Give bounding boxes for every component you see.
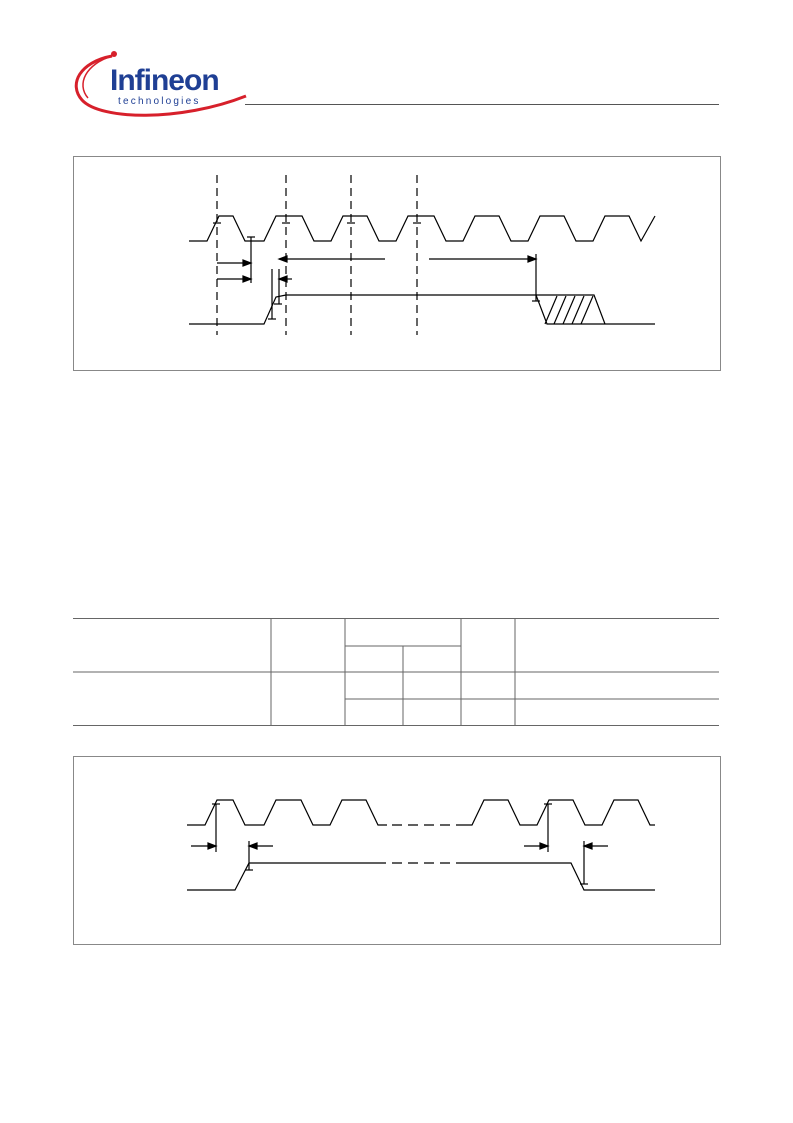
logo-dot bbox=[111, 51, 117, 57]
timing-arrow-setup-2 bbox=[524, 842, 550, 850]
table-cell bbox=[504, 618, 719, 725]
timing-arrow-4 bbox=[429, 255, 538, 263]
timing-diagram-2-drawing bbox=[187, 799, 655, 891]
logo-wordmark: Infineon bbox=[110, 64, 219, 97]
logo-subtext: technologies bbox=[118, 96, 201, 107]
table-cell bbox=[288, 618, 503, 725]
data-signal-fall bbox=[535, 294, 655, 325]
invalid-hatch bbox=[544, 295, 594, 325]
parameter-table bbox=[73, 618, 719, 726]
data-signal bbox=[187, 862, 386, 891]
clock-signal bbox=[187, 799, 387, 826]
timing-diagram-1 bbox=[73, 156, 721, 371]
timing-arrow-setup bbox=[191, 842, 218, 850]
table-cell bbox=[73, 618, 288, 725]
data-signal-cont bbox=[466, 862, 655, 891]
clock-signal-cont bbox=[466, 799, 655, 826]
parameter-table-cells bbox=[73, 618, 719, 725]
clock-signal bbox=[189, 215, 656, 243]
timing-arrow-1 bbox=[217, 259, 253, 267]
tick-marks bbox=[213, 222, 540, 320]
timing-arrow-delay bbox=[247, 842, 273, 850]
timing-arrow-delay-2 bbox=[582, 842, 608, 850]
infineon-logo: Infineon technologies bbox=[74, 51, 247, 117]
timing-diagram-1-drawing bbox=[189, 175, 656, 335]
reference-lines bbox=[216, 175, 418, 335]
data-signal bbox=[189, 294, 536, 325]
timing-arrow-3 bbox=[277, 255, 385, 263]
timing-arrow-2 bbox=[217, 275, 253, 283]
timing-arrow-5 bbox=[277, 275, 292, 283]
logo-swoosh bbox=[74, 54, 247, 117]
header-rule bbox=[245, 104, 719, 105]
timing-diagram-2 bbox=[73, 756, 721, 945]
